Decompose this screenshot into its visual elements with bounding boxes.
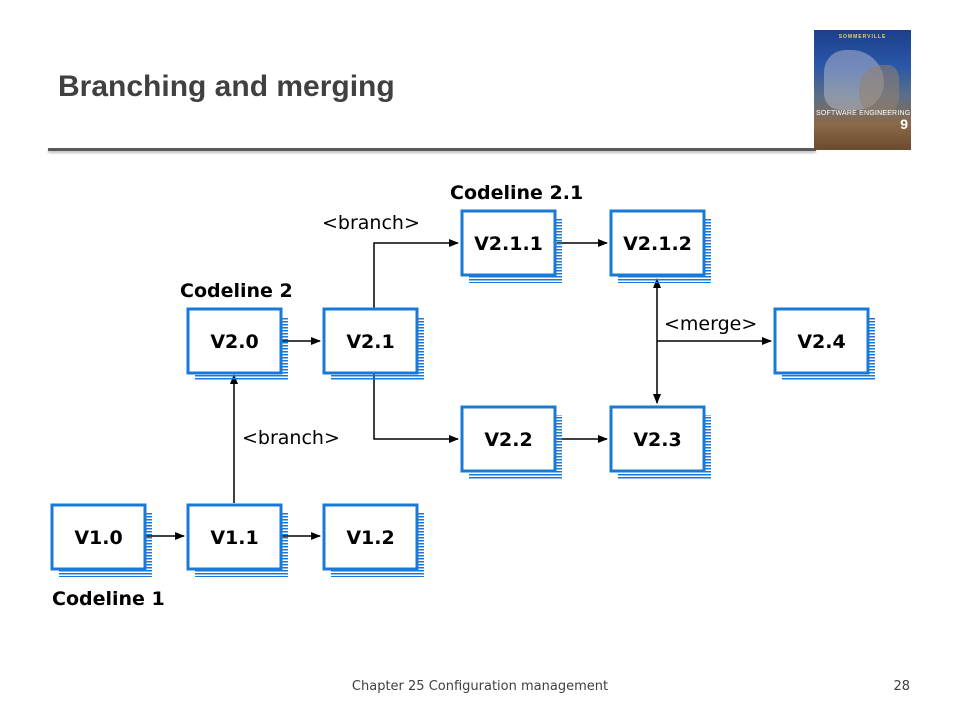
- edge-v2.1-to-v2.2: [373, 374, 459, 443]
- node-v2.3: V2.3: [609, 405, 711, 479]
- slide-footer: Chapter 25 Configuration management: [351, 679, 609, 694]
- book-cover-image: SOMMERVILLE SOFTWARE ENGINEERING 9: [814, 30, 911, 150]
- node-v2.0: V2.0: [186, 307, 288, 381]
- codeline-2-caption: Codeline 2: [180, 280, 293, 302]
- node-v1.1: V1.1: [186, 503, 288, 577]
- node-v2.1.2: V2.1.2: [609, 209, 711, 283]
- edge-v2.1-to-v2.1.1: [373, 239, 459, 308]
- page-number: 28: [893, 679, 910, 694]
- cover-sculpture-shape-2: [859, 65, 899, 115]
- node-label-v2.1.2: V2.1.2: [623, 233, 692, 255]
- node-v1.0: V1.0: [50, 503, 152, 577]
- branch-label-codeline-2-1: <branch>: [322, 212, 420, 234]
- node-label-v2.0: V2.0: [210, 331, 258, 353]
- node-label-v2.1.1: V2.1.1: [474, 233, 543, 255]
- node-label-v2.3: V2.3: [633, 429, 681, 451]
- node-label-v2.2: V2.2: [484, 429, 532, 451]
- node-v2.4: V2.4: [773, 307, 875, 381]
- cover-author: SOMMERVILLE: [838, 34, 887, 40]
- codeline-1-caption: Codeline 1: [52, 588, 165, 610]
- cover-title: SOFTWARE ENGINEERING: [816, 110, 911, 117]
- node-label-v1.1: V1.1: [210, 527, 258, 549]
- branch-label-codeline-2: <branch>: [242, 427, 340, 449]
- codeline-2-1-caption: Codeline 2.1: [450, 182, 583, 204]
- node-label-v2.4: V2.4: [797, 331, 845, 353]
- node-label-v2.1: V2.1: [346, 331, 394, 353]
- node-v2.2: V2.2: [460, 405, 562, 479]
- cover-edition: 9: [900, 116, 908, 132]
- node-label-v1.0: V1.0: [74, 527, 122, 549]
- slide-title: Branching and merging: [58, 70, 395, 103]
- node-v2.1.1: V2.1.1: [460, 209, 562, 283]
- node-v2.1: V2.1: [322, 307, 424, 381]
- node-label-v1.2: V1.2: [346, 527, 394, 549]
- title-divider: [48, 148, 816, 151]
- node-v1.2: V1.2: [322, 503, 424, 577]
- merge-label: <merge>: [664, 313, 757, 335]
